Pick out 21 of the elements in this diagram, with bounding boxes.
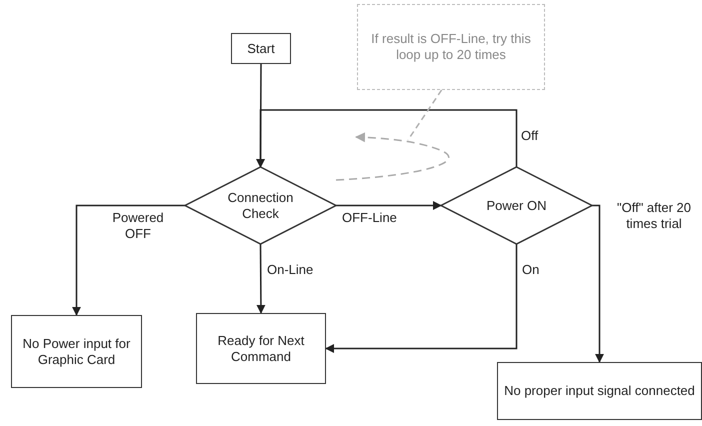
- start-box: [231, 33, 291, 64]
- process-box: [11, 315, 142, 388]
- decision-diamond: [185, 167, 336, 244]
- arrow: [325, 244, 518, 353]
- arrow: [256, 244, 266, 314]
- node-text: If result is OFF-Line, try this loop up to 20 times: [370, 31, 532, 63]
- leader-line: [407, 90, 442, 140]
- node-text: Ready for Next Command: [216, 332, 306, 364]
- node-text: Start: [247, 40, 275, 56]
- arrow: [72, 204, 185, 316]
- note-box: [357, 4, 545, 90]
- node-text: Connection Check: [226, 190, 294, 222]
- arrow: [256, 109, 518, 168]
- node-text: Power ON: [486, 198, 546, 214]
- process-box: [196, 313, 326, 384]
- process-box: [497, 362, 702, 420]
- decision-diamond: [441, 167, 592, 244]
- node-text: No Power input for Graphic Card: [22, 336, 132, 368]
- node-text: No proper input signal connected: [504, 383, 695, 399]
- arrow: [592, 204, 604, 363]
- arrow: [336, 201, 442, 210]
